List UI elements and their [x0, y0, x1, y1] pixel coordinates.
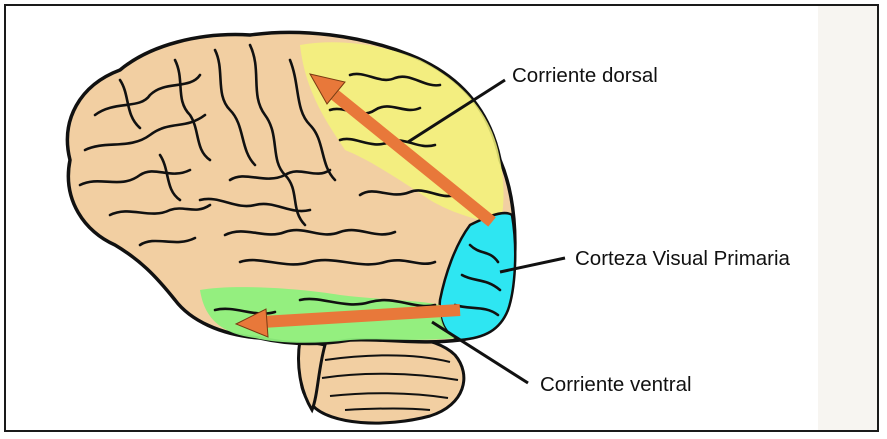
visual-cortex-label: Corteza Visual Primaria [575, 249, 790, 270]
ventral-stream-label: Corriente ventral [540, 375, 692, 396]
dorsal-stream-label: Corriente dorsal [512, 66, 658, 87]
